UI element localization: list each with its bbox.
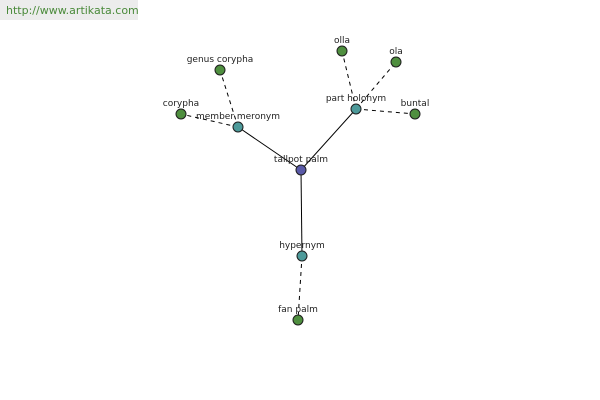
node-label-buntal: buntal xyxy=(401,99,430,109)
node-olla[interactable]: olla xyxy=(334,36,350,57)
node-member-meronym[interactable]: member meronym xyxy=(196,112,280,133)
node-label-genus-corypha: genus corypha xyxy=(187,55,254,65)
edge-part-holonym-to-buntal xyxy=(355,108,416,115)
edge-tallpot-palm-to-hypernym xyxy=(300,169,303,257)
node-dot-hypernym[interactable] xyxy=(296,250,308,262)
edge-hypernym-to-fan-palm xyxy=(297,255,303,321)
graph-nodes: tallpot palm member meronym part holonym hy… xyxy=(163,36,430,326)
node-dot-tallpot-palm[interactable] xyxy=(295,164,307,176)
node-corypha[interactable]: corypha xyxy=(163,99,199,120)
node-label-member-meronym: member meronym xyxy=(196,112,280,122)
node-part-holonym[interactable]: part holonym xyxy=(326,94,386,115)
node-dot-corypha[interactable] xyxy=(175,108,187,120)
edge-part-holonym-to-ola xyxy=(355,61,397,110)
edge-part-holonym-to-olla xyxy=(341,50,357,110)
edge-tallpot-palm-to-part-holonym xyxy=(300,108,357,171)
node-dot-member-meronym[interactable] xyxy=(232,121,244,133)
node-dot-genus-corypha[interactable] xyxy=(214,64,226,76)
node-ola[interactable]: ola xyxy=(389,47,403,68)
node-dot-buntal[interactable] xyxy=(409,108,421,120)
node-tallpot-palm[interactable]: tallpot palm xyxy=(274,155,328,176)
graph-edges xyxy=(180,50,416,321)
watermark-url: http://www.artikata.com xyxy=(6,4,139,17)
node-fan-palm[interactable]: fan palm xyxy=(278,305,318,326)
node-dot-fan-palm[interactable] xyxy=(292,314,304,326)
edge-tallpot-palm-to-member-meronym xyxy=(237,126,302,171)
node-label-fan-palm: fan palm xyxy=(278,305,318,315)
edge-member-meronym-to-corypha xyxy=(180,113,239,128)
node-label-tallpot-palm: tallpot palm xyxy=(274,155,328,165)
node-label-olla: olla xyxy=(334,36,350,46)
node-dot-part-holonym[interactable] xyxy=(350,103,362,115)
edge-member-meronym-to-genus-corypha xyxy=(219,69,239,128)
node-dot-olla[interactable] xyxy=(336,45,348,57)
node-label-ola: ola xyxy=(389,47,403,57)
node-label-part-holonym: part holonym xyxy=(326,94,386,104)
node-label-hypernym: hypernym xyxy=(279,241,325,251)
watermark-banner: http://www.artikata.com xyxy=(0,0,139,20)
node-dot-ola[interactable] xyxy=(390,56,402,68)
node-label-corypha: corypha xyxy=(163,99,199,109)
node-genus-corypha[interactable]: genus corypha xyxy=(187,55,254,76)
node-hypernym[interactable]: hypernym xyxy=(279,241,325,262)
node-buntal[interactable]: buntal xyxy=(401,99,430,120)
